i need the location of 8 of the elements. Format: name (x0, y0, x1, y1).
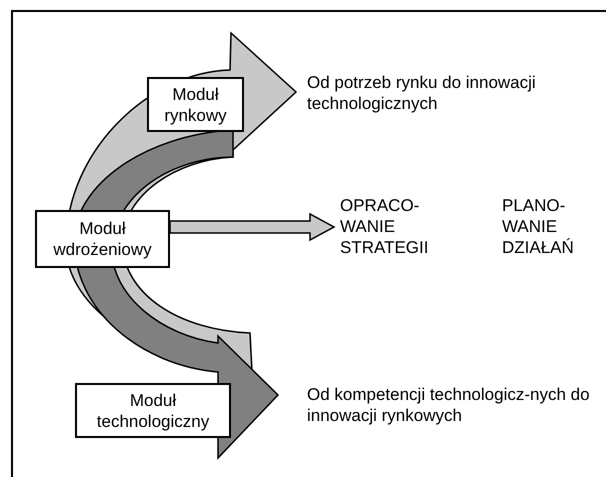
annotation-text: Od potrzeb rynku do innowacji technologicznych (307, 72, 537, 114)
module-box: Moduł rynkowy (147, 77, 244, 132)
module-box: Moduł technologiczny (75, 383, 231, 438)
module-box: Moduł wdrożeniowy (35, 210, 170, 268)
annotation-text: PLANO-WANIE DZIAŁAŃ (502, 195, 575, 258)
annotation-text: Od kompetencji technologicz-nych do innowacji rynkowych (307, 384, 591, 426)
strategy-text: OPRACO-WANIE STRATEGII (340, 195, 445, 258)
block-arrow (169, 212, 336, 242)
